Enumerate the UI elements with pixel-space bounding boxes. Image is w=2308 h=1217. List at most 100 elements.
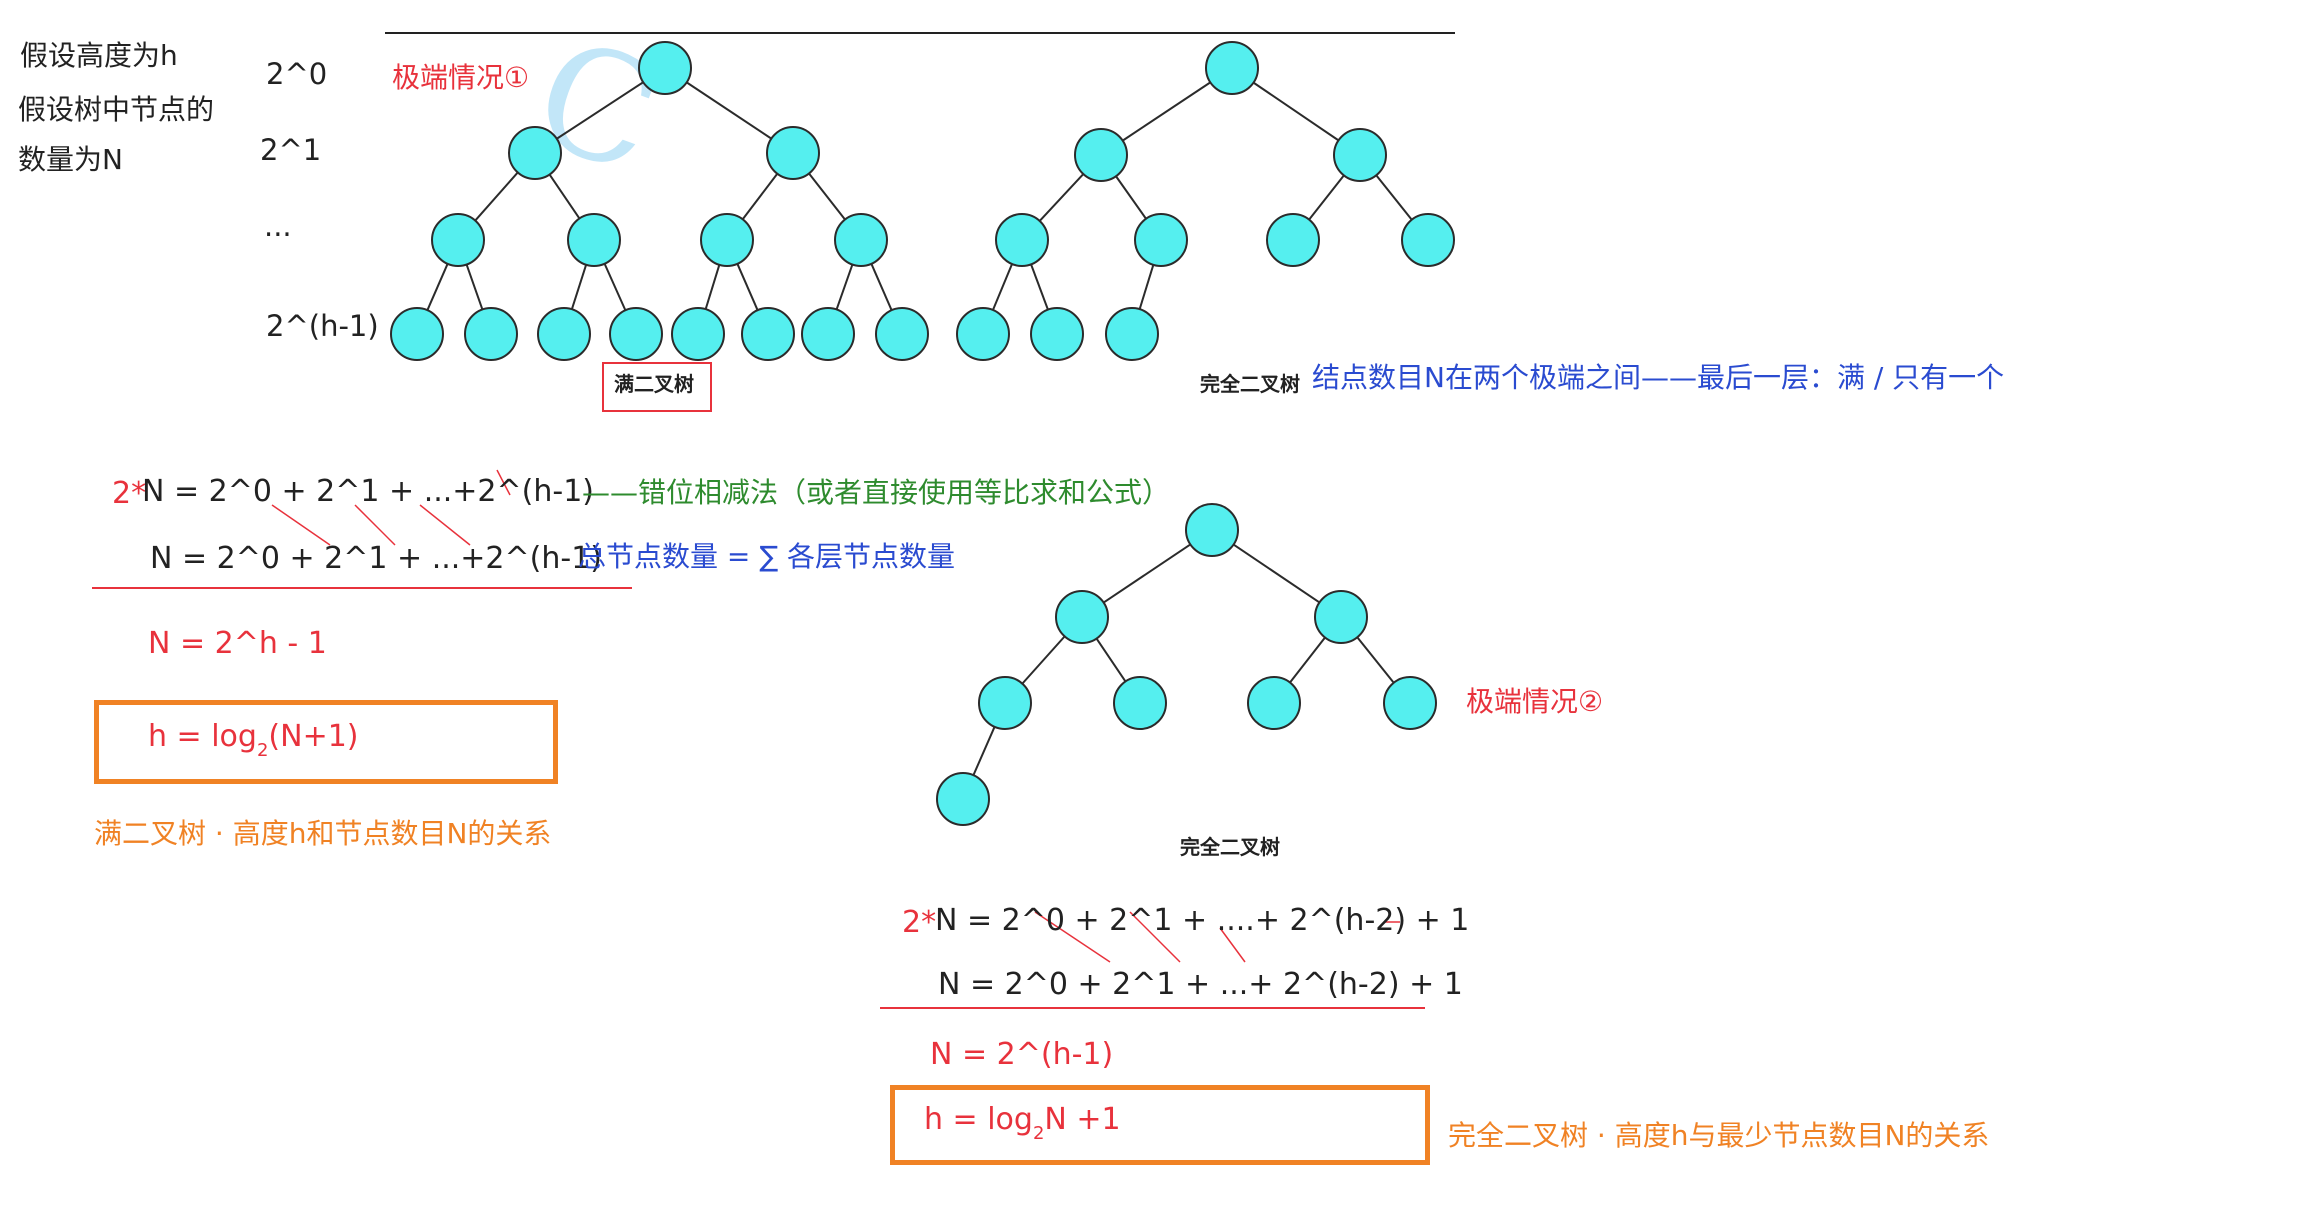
complete-tree-top-node — [1105, 307, 1159, 361]
complete-tree-minimal — [936, 503, 1437, 826]
full-binary-tree-edge — [570, 264, 588, 310]
complete-tree-minimal-edge — [1356, 636, 1395, 684]
full-tree-caption: 满二叉树 — [614, 372, 694, 396]
complete-tree-top-node — [1333, 128, 1387, 182]
full-tree-caption-box — [602, 362, 712, 412]
node-range-note: 结点数目N在两个极端之间——最后一层：满 / 只有一个 — [1312, 361, 2005, 394]
complete-height-arg: N +1 — [1044, 1102, 1121, 1137]
full-eq1-body: N = 2^0 + 2^1 + ...+2^(h-1) — [142, 474, 594, 509]
assume-count-line1: 假设树中节点的 — [18, 93, 215, 126]
complete-eq2-body: N = 2^0 + 2^1 + ...+ 2^(h-2) + 1 — [938, 967, 1463, 1002]
complete-tree-summary: 完全二叉树 · 高度h与最少节点数目N的关系 — [1448, 1119, 1990, 1152]
complete-tree-minimal-node — [1383, 676, 1437, 730]
full-binary-tree-node — [766, 126, 820, 180]
full-binary-tree-node — [801, 307, 855, 361]
full-height-box — [94, 700, 558, 784]
full-binary-tree-node — [390, 307, 444, 361]
complete-tree-minimal-node — [936, 772, 990, 826]
complete-tree-minimal-node — [1055, 590, 1109, 644]
full-eq2-body: N = 2^0 + 2^1 + ...+2^(h-1) — [150, 541, 602, 576]
complete-cancel-marks — [1034, 911, 1400, 963]
complete-tree-caption-bottom: 完全二叉树 — [1180, 835, 1280, 859]
complete-tree-top-node — [1401, 213, 1455, 267]
full-binary-tree-node — [875, 307, 929, 361]
complete-tree-top-node — [1266, 213, 1320, 267]
complete-tree-top-edge — [1308, 174, 1345, 221]
assume-height-text: 假设高度为h — [20, 39, 178, 72]
complete-tree-minimal-edge — [1103, 543, 1191, 604]
full-height-formula: h = log2(N+1) — [148, 719, 359, 761]
full-eq2-note: 总节点数量 = ∑ 各层节点数量 — [578, 540, 956, 573]
complete-tree-minimal-node — [1314, 590, 1368, 644]
full-binary-tree-edge — [808, 172, 846, 221]
full-binary-tree-edge — [556, 81, 644, 140]
complete-tree-minimal-node — [1185, 503, 1239, 557]
full-binary-tree-edge — [548, 173, 581, 220]
complete-height-formula: h = log2N +1 — [924, 1102, 1121, 1144]
complete-tree-top-edge — [1375, 174, 1413, 221]
complete-tree-top-edge — [1115, 175, 1147, 220]
full-height-arg: (N+1) — [268, 719, 359, 754]
complete-tree-top-node — [1074, 128, 1128, 182]
full-binary-tree-edge — [686, 81, 772, 140]
full-binary-tree-edge — [474, 171, 519, 222]
full-binary-tree-node — [834, 213, 888, 267]
full-binary-tree-edge — [835, 264, 854, 310]
complete-tree-top-edge — [1030, 264, 1049, 310]
complete-tree-minimal-node — [1113, 676, 1167, 730]
complete-tree-minimal-edge — [1095, 637, 1127, 683]
full-binary-tree-edge — [736, 263, 759, 311]
level-label-dots: ... — [264, 209, 292, 243]
full-binary-tree-edge — [704, 264, 721, 310]
extreme-case-2-label: 极端情况② — [1466, 685, 1604, 718]
complete-height-main: h = log — [924, 1102, 1033, 1137]
full-height-main: h = log — [148, 719, 257, 754]
full-binary-tree-node — [741, 307, 795, 361]
complete-tree-top-node — [956, 307, 1010, 361]
full-binary-tree-node — [609, 307, 663, 361]
full-binary-tree-node — [671, 307, 725, 361]
complete-eq1-prefix: 2* — [902, 905, 937, 940]
complete-height-box — [890, 1085, 1430, 1165]
complete-tree-minimal-edge — [1289, 636, 1326, 684]
full-binary-tree-node — [567, 213, 621, 267]
full-tree-summary: 满二叉树 · 高度h和节点数目N的关系 — [94, 817, 552, 850]
full-height-sub: 2 — [256, 740, 269, 761]
complete-result: N = 2^(h-1) — [930, 1037, 1114, 1072]
full-binary-tree-node — [431, 213, 485, 267]
complete-tree-top-node — [1134, 213, 1188, 267]
full-binary-tree-node — [537, 307, 591, 361]
full-cancel-marks — [271, 469, 511, 546]
complete-tree-minimal-node — [978, 676, 1032, 730]
full-binary-tree — [390, 41, 929, 361]
complete-tree-caption-top: 完全二叉树 — [1200, 372, 1300, 396]
complete-tree-top-edge — [1122, 81, 1211, 142]
complete-tree-minimal-edge — [1021, 635, 1066, 685]
full-binary-tree-edge — [465, 264, 484, 310]
full-binary-tree-node — [638, 41, 692, 95]
full-binary-tree-node — [464, 307, 518, 361]
level-label-0: 2^0 — [266, 57, 328, 91]
full-result: N = 2^h - 1 — [148, 626, 327, 661]
full-binary-tree-edge — [426, 263, 449, 311]
complete-eq1-body: N = 2^0 + 2^1 + ....+ 2^(h-2) + 1 — [935, 903, 1470, 938]
assume-count-line2: 数量为N — [18, 143, 123, 176]
full-eq1-prefix: 2* — [112, 476, 147, 511]
full-binary-tree-edge — [603, 263, 627, 311]
complete-tree-top-edge — [1038, 173, 1085, 222]
complete-tree-minimal-edge — [972, 726, 996, 776]
complete-height-sub: 2 — [1032, 1123, 1045, 1144]
complete-tree-top-node — [1205, 41, 1259, 95]
full-binary-tree-node — [700, 213, 754, 267]
full-binary-tree-node — [508, 126, 562, 180]
full-binary-tree-edge — [870, 263, 893, 311]
complete-tree-minimal-node — [1247, 676, 1301, 730]
level-label-1: 2^1 — [260, 133, 322, 167]
full-binary-tree-edge — [741, 173, 779, 220]
level-label-h: 2^(h-1) — [266, 309, 379, 343]
extreme-case-1-label: 极端情况① — [392, 61, 530, 94]
complete-tree-top-edge — [1252, 81, 1340, 142]
complete-tree-top-node — [995, 213, 1049, 267]
complete-tree-minimal-edge — [1232, 543, 1321, 604]
